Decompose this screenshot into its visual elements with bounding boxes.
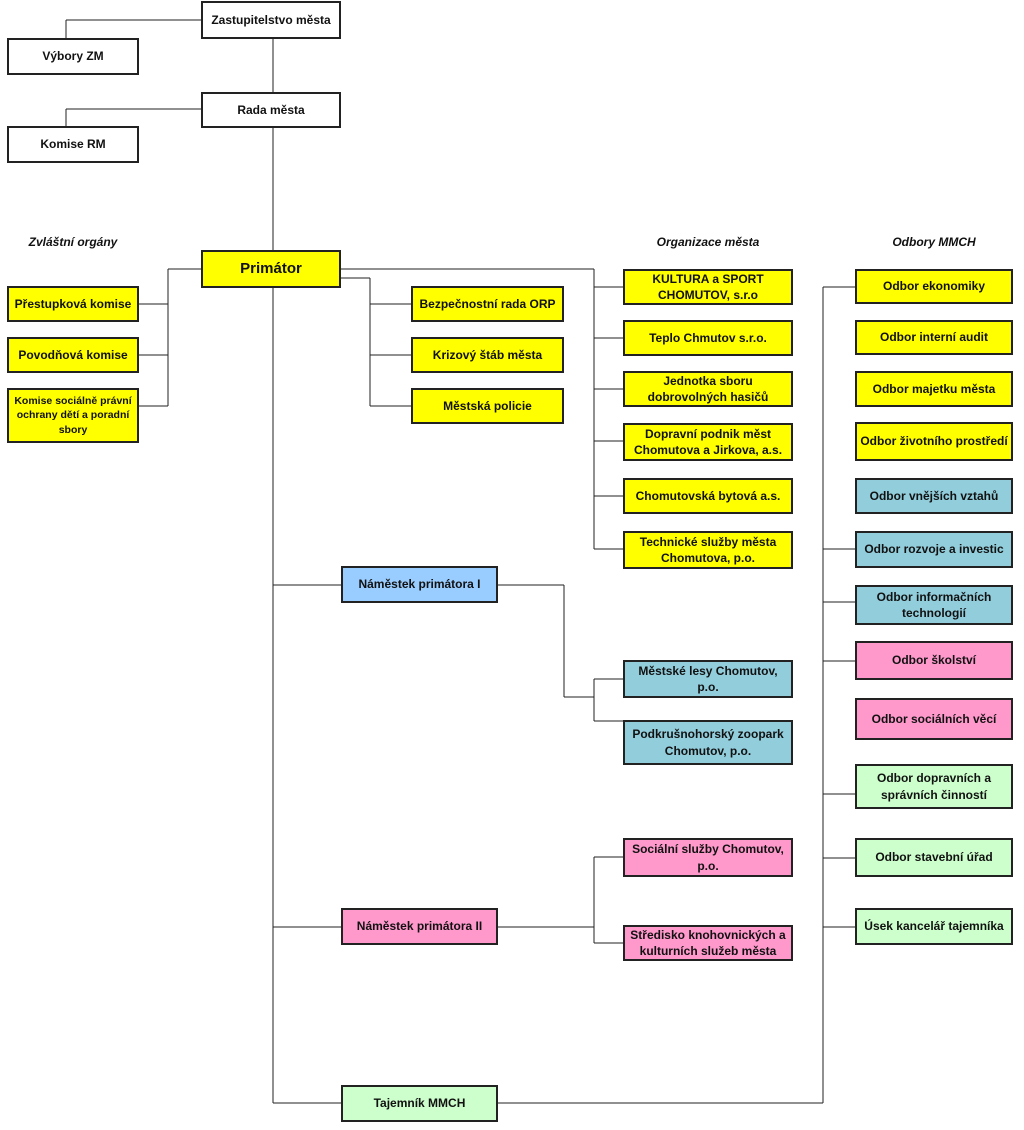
department-box: Odbor životního prostředí [855, 422, 1013, 461]
heading-special-bodies: Zvláštní orgány [28, 235, 118, 249]
organization-box: Teplo Chmutov s.r.o. [623, 320, 793, 356]
department-box: Odbor vnějších vztahů [855, 478, 1013, 514]
organization-box: KULTURA a SPORT CHOMUTOV, s.r.o [623, 269, 793, 305]
heading-organizations: Organizace města [656, 235, 760, 249]
deputy-mayor-2-box: Náměstek primátora II [341, 908, 498, 945]
mayor-unit-box: Krizový štáb města [411, 337, 564, 373]
mayor-unit-box: Městská policie [411, 388, 564, 424]
department-box: Úsek kancelář tajemníka [855, 908, 1013, 945]
mayor-box: Primátor [201, 250, 341, 288]
deputy-mayor-1-box: Náměstek primátora I [341, 566, 498, 603]
department-box: Odbor školství [855, 641, 1013, 680]
organization-box: Podkrušnohorský zoopark Chomutov, p.o. [623, 720, 793, 765]
organization-box: Sociální služby Chomutov, p.o. [623, 838, 793, 877]
council-box: Zastupitelstvo města [201, 1, 341, 39]
heading-departments: Odbory MMCH [892, 235, 976, 249]
board-box: Rada města [201, 92, 341, 128]
special-body-box: Komise sociálně právní ochrany dětí a po… [7, 388, 139, 443]
special-body-box: Povodňová komise [7, 337, 139, 373]
organization-box: Jednotka sboru dobrovolných hasičů [623, 371, 793, 407]
board-commissions-box: Komise RM [7, 126, 139, 163]
department-box: Odbor sociálních věcí [855, 698, 1013, 740]
department-box: Odbor stavební úřad [855, 838, 1013, 877]
organization-box: Městské lesy Chomutov, p.o. [623, 660, 793, 698]
organization-box: Chomutovská bytová a.s. [623, 478, 793, 514]
department-box: Odbor majetku města [855, 371, 1013, 407]
organization-box: Technické služby města Chomutova, p.o. [623, 531, 793, 569]
organization-box: Dopravní podnik měst Chomutova a Jirkova… [623, 423, 793, 461]
department-box: Odbor ekonomiky [855, 269, 1013, 304]
secretary-box: Tajemník MMCH [341, 1085, 498, 1122]
special-body-box: Přestupková komise [7, 286, 139, 322]
department-box: Odbor rozvoje a investic [855, 531, 1013, 568]
mayor-unit-box: Bezpečnostní rada ORP [411, 286, 564, 322]
council-committees-box: Výbory ZM [7, 38, 139, 75]
department-box: Odbor interní audit [855, 320, 1013, 355]
organization-box: Středisko knohovnických a kulturních slu… [623, 925, 793, 961]
department-box: Odbor informačních technologií [855, 585, 1013, 625]
department-box: Odbor dopravních a správních činností [855, 764, 1013, 809]
